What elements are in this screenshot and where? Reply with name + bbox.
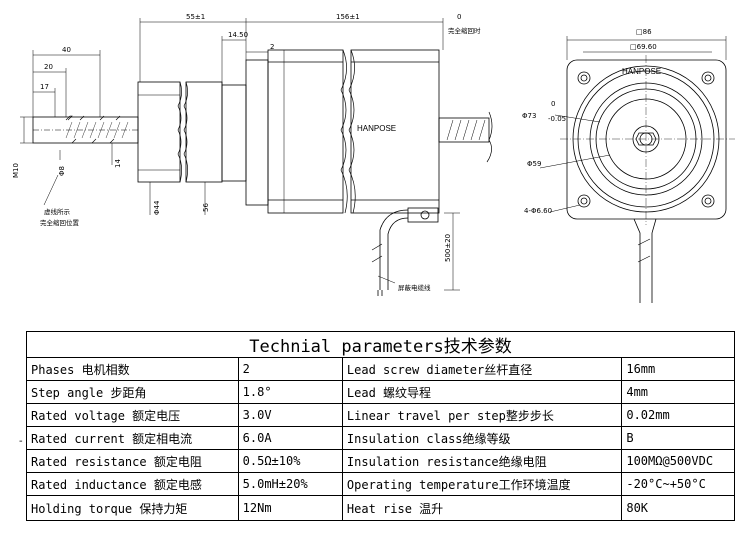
param-value: -20°C~+50°C bbox=[621, 472, 735, 496]
param-label: Rated resistance 额定电阻 bbox=[26, 449, 239, 473]
dim-55: 55±1 bbox=[186, 13, 205, 21]
param-label: Lead screw diameter丝杆直径 bbox=[341, 357, 623, 381]
dim-holes: 4-Φ6.60 bbox=[524, 207, 552, 215]
param-label: Insulation class绝缘等级 bbox=[341, 426, 623, 450]
param-label: Lead 螺纹导程 bbox=[341, 380, 623, 404]
dim-m10: M10 bbox=[12, 163, 20, 178]
lead-screw bbox=[32, 115, 139, 144]
dim-17: 17 bbox=[40, 83, 49, 91]
dim-phi59: Φ59 bbox=[527, 160, 541, 168]
param-label: Operating temperature工作环境温度 bbox=[341, 472, 623, 496]
dim-500: 500±20 bbox=[444, 234, 452, 262]
cable-note: 屏蔽电缆线 bbox=[398, 283, 431, 292]
dim-56: 56 bbox=[202, 203, 210, 212]
dim-2: 2 bbox=[270, 43, 274, 51]
param-value: 4mm bbox=[621, 380, 735, 404]
dim-phi73: Φ73 bbox=[522, 112, 536, 120]
param-value: B bbox=[621, 426, 735, 450]
dim-side69: □69.60 bbox=[630, 43, 657, 51]
param-label: Holding torque 保持力矩 bbox=[26, 495, 239, 521]
cable-side bbox=[371, 207, 439, 296]
dim-20: 20 bbox=[44, 63, 53, 71]
param-label: Phases 电机相数 bbox=[26, 357, 239, 381]
param-value: 80K bbox=[621, 495, 735, 521]
param-value: 16mm bbox=[621, 357, 735, 381]
param-value: 5.0mH±20% bbox=[237, 472, 343, 496]
lead-screw-note-2: 完全缩回位置 bbox=[40, 218, 80, 227]
table-title: Technial parameters技术参数 bbox=[26, 331, 735, 358]
motor-body bbox=[267, 49, 440, 214]
param-label: Rated current 额定相电流 bbox=[26, 426, 239, 450]
dim-0: 0 bbox=[457, 13, 461, 21]
side-dimension-lines bbox=[20, 18, 460, 291]
param-label: Step angle 步距角 bbox=[26, 380, 239, 404]
flange bbox=[221, 84, 247, 182]
rear-lead-screw bbox=[438, 117, 490, 143]
dim-phi44: Φ44 bbox=[153, 200, 161, 215]
lead-screw-note-1: 虚线所示 bbox=[44, 207, 71, 216]
param-label: Heat rise 温升 bbox=[341, 495, 623, 521]
param-value: 2 bbox=[237, 357, 343, 381]
param-value: 6.0A bbox=[237, 426, 343, 450]
param-value: 3.0V bbox=[237, 403, 343, 427]
param-label: Linear travel per step整步步长 bbox=[341, 403, 623, 427]
dim-14: 14 bbox=[114, 159, 122, 168]
param-value: 0.5Ω±10% bbox=[237, 449, 343, 473]
technical-drawing: 55±1 156±1 0 完全缩回时 14.50 2 40 20 17 M10 … bbox=[12, 13, 735, 303]
dim-14-50: 14.50 bbox=[228, 31, 248, 39]
brand-front: HANPOSE bbox=[622, 67, 661, 76]
param-value: 100MΩ@500VDC bbox=[621, 449, 735, 473]
param-label: Rated voltage 额定电压 bbox=[26, 403, 239, 427]
front-view bbox=[539, 36, 735, 303]
dim-phi73-tol-bottom: -0.05 bbox=[548, 115, 566, 123]
param-value: 1.8° bbox=[237, 380, 343, 404]
param-value: 0.02mm bbox=[621, 403, 735, 427]
dim-phi8: Φ8 bbox=[58, 166, 66, 176]
dim-156: 156±1 bbox=[336, 13, 360, 21]
motor-drawing-svg: 55±1 156±1 0 完全缩回时 14.50 2 40 20 17 M10 … bbox=[12, 13, 735, 303]
dim-phi73-tol-top: 0 bbox=[551, 100, 555, 108]
param-label: Rated inductance 额定电感 bbox=[26, 472, 239, 496]
margin-tick: - bbox=[19, 436, 23, 447]
dim-side86: □86 bbox=[636, 28, 652, 36]
param-value: 12Nm bbox=[237, 495, 343, 521]
nut-block bbox=[137, 81, 181, 183]
dim-40: 40 bbox=[62, 46, 71, 54]
brand-side: HANPOSE bbox=[357, 124, 396, 133]
dimension-labels: 55±1 156±1 0 完全缩回时 14.50 2 40 20 17 M10 … bbox=[12, 13, 661, 292]
zero-note: 完全缩回时 bbox=[448, 26, 481, 35]
param-label: Insulation resistance绝缘电阻 bbox=[341, 449, 623, 473]
